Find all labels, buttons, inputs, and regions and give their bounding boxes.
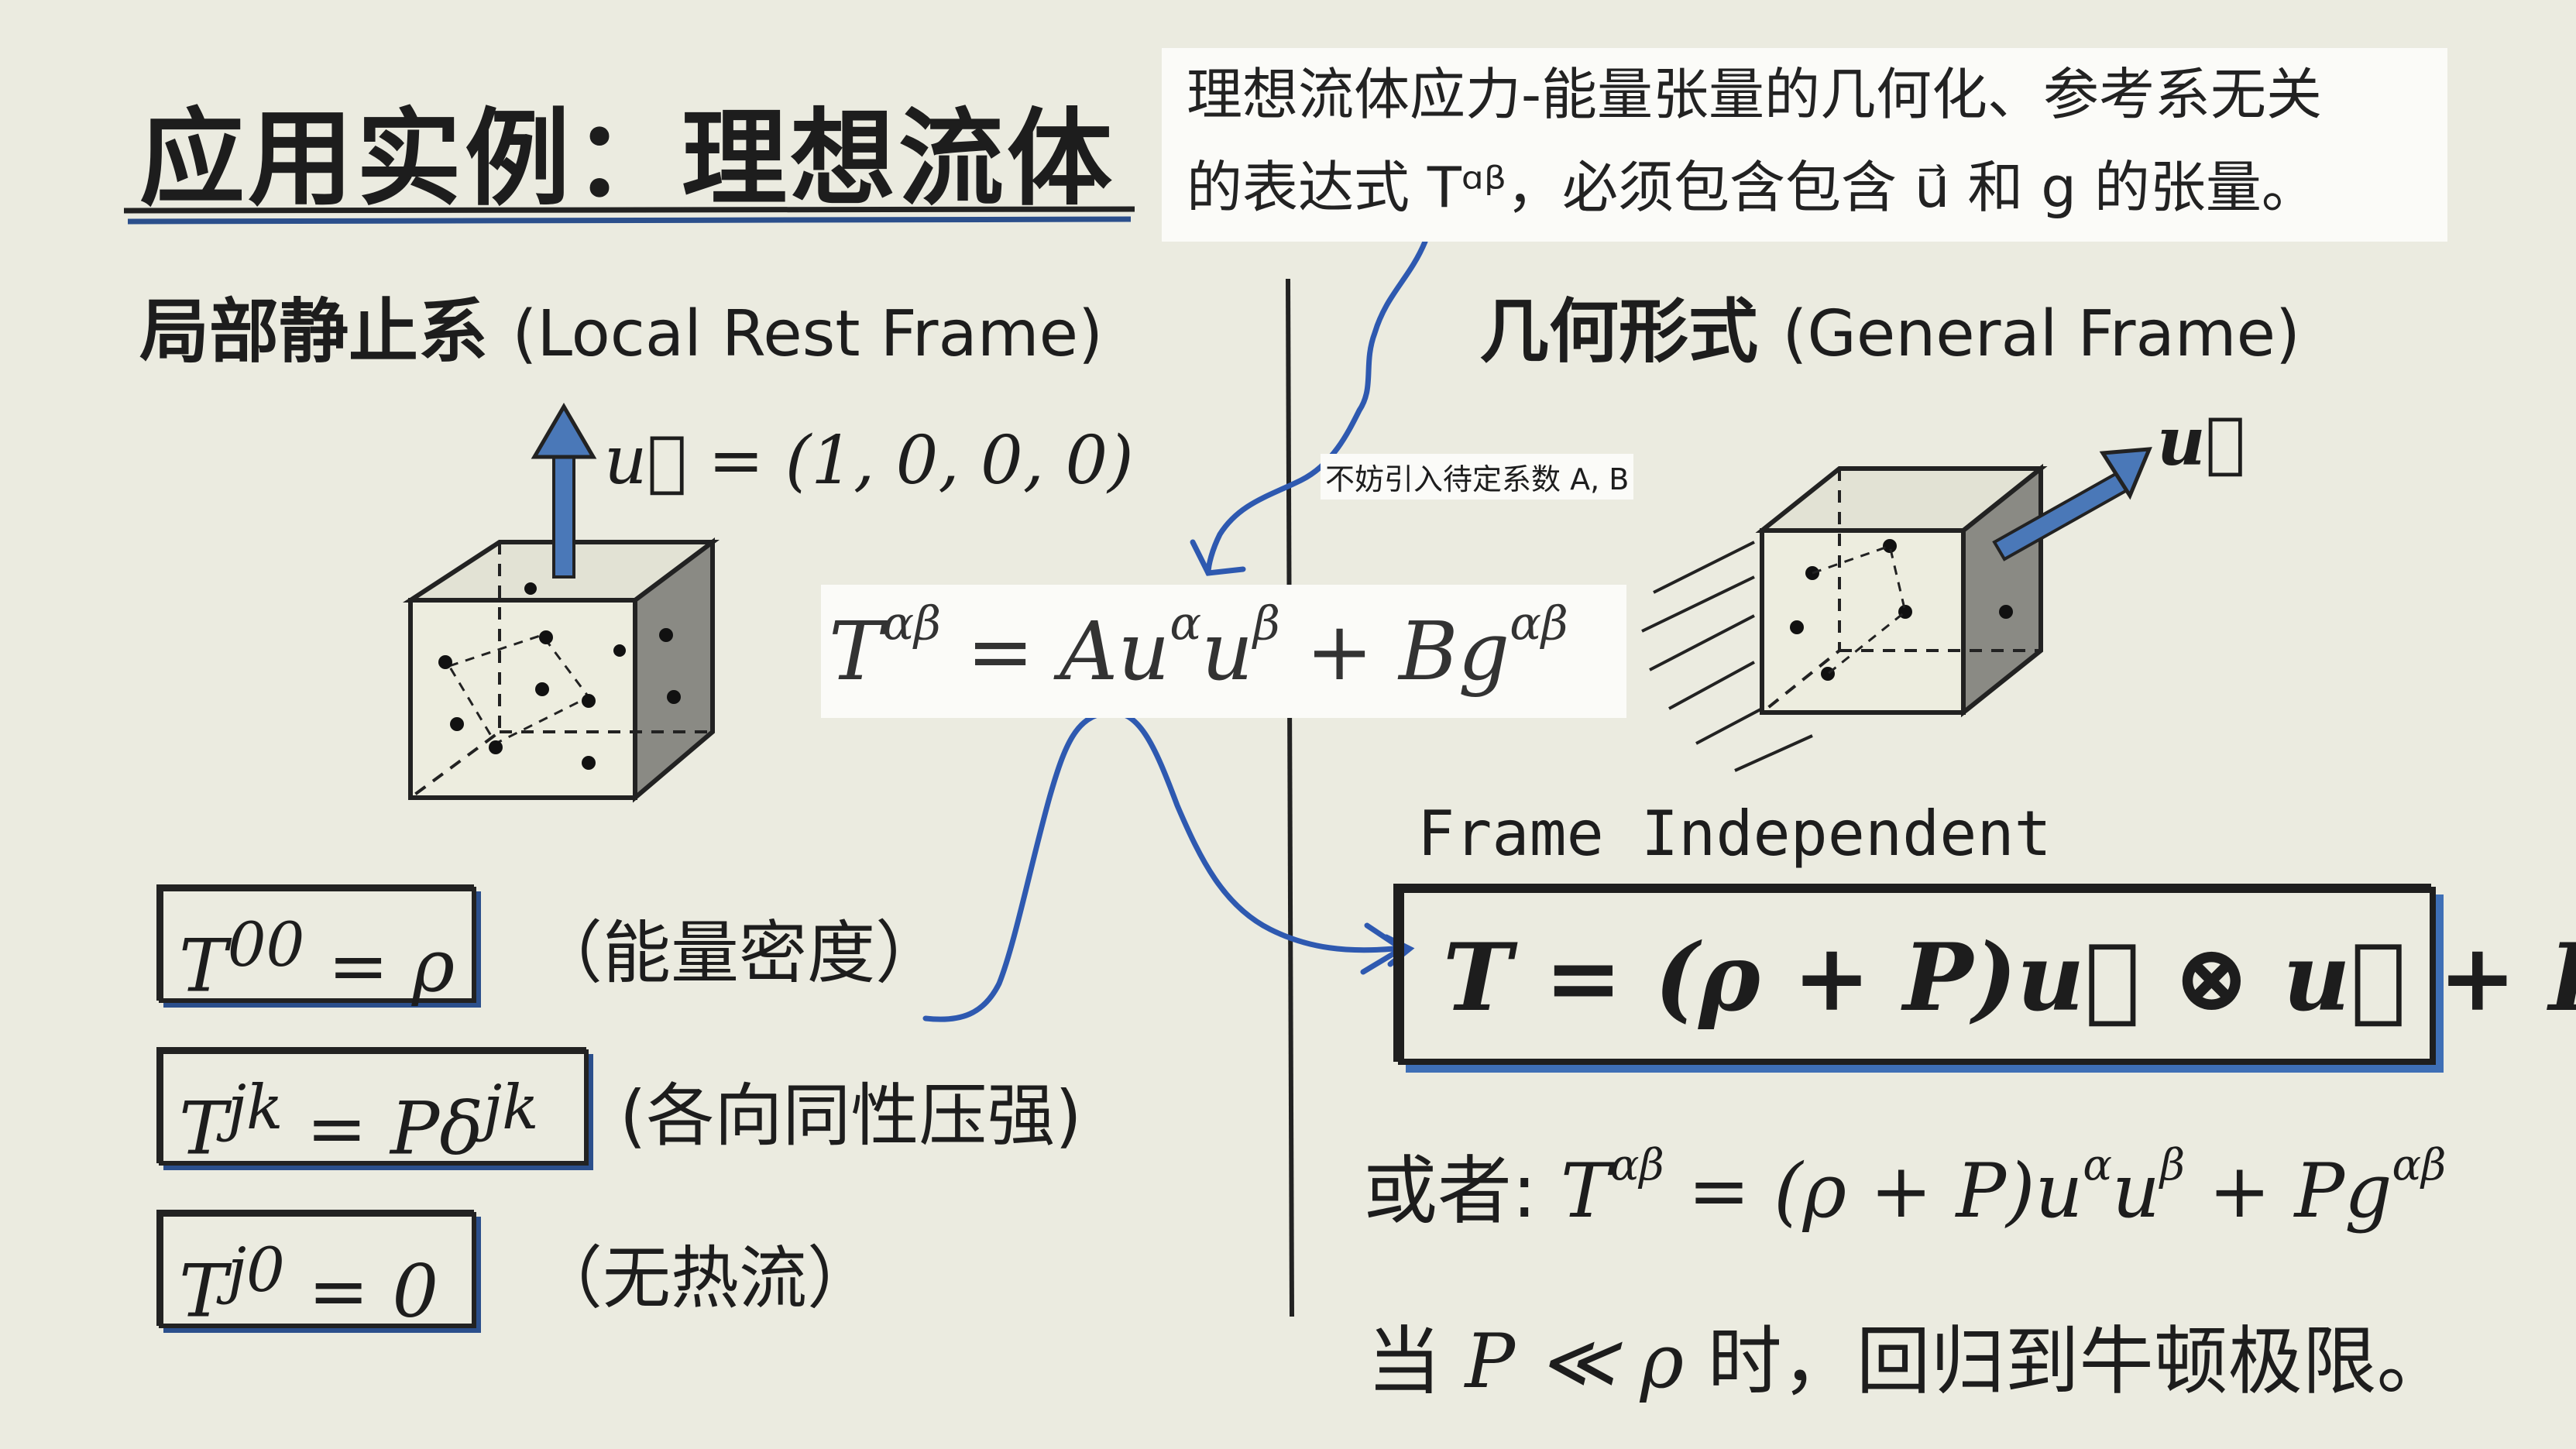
alternative-form: 或者: Tαβ = (ρ + P)uαuβ + Pgαβ <box>1363 1131 2446 1238</box>
energy-density-caption: （能量密度） <box>534 913 944 993</box>
annotation-line-1: 理想流体应力-能量张量的几何化、参考系无关 <box>1187 62 2322 127</box>
ansatz-sup-2: β <box>1253 596 1280 651</box>
left-heading: 局部静止系 (Local Rest Frame) <box>139 275 1103 376</box>
velocity-up-arrow <box>531 403 597 579</box>
alt-sup-b: β <box>2159 1140 2185 1191</box>
coefficient-note: 不妨引入待定系数 A, B <box>1321 454 1634 500</box>
covariant-equation: T = (ρ + P)u⃗ ⊗ u⃗ + Pg <box>1443 923 2576 1032</box>
component-lhs: T <box>179 1249 228 1334</box>
ansatz-term-2: u <box>1201 604 1254 699</box>
component-rhs: = ρ <box>304 924 455 1009</box>
ansatz-lhs: T <box>829 604 883 699</box>
component-sup: 00 <box>227 910 305 980</box>
alt-lhs: T <box>1560 1148 1610 1234</box>
divider-line <box>1286 278 1294 1317</box>
alternative-prefix: 或者: <box>1363 1148 1561 1234</box>
ansatz-lhs-sup: αβ <box>882 596 941 651</box>
pressure-box: Tjk = Pδjk <box>159 1049 589 1171</box>
newton-condition: P ≪ ρ <box>1465 1318 1685 1405</box>
component-sup: jk <box>227 1073 283 1143</box>
newton-post: 时，回归到牛顿极限。 <box>1684 1318 2451 1405</box>
velocity-diagonal-arrow <box>1992 447 2152 561</box>
component-rhs: = 0 <box>284 1249 439 1334</box>
motion-lines <box>1641 541 1813 772</box>
component-lhs: T <box>179 924 228 1009</box>
right-heading-en: (General Frame) <box>1782 297 2301 371</box>
newtonian-limit: 当 P ≪ ρ 时，回归到牛顿极限。 <box>1367 1301 2451 1409</box>
alt-sup-c: αβ <box>2392 1140 2447 1191</box>
alt-term-c: + Pg <box>2185 1148 2392 1234</box>
heat-flux-caption: （无热流） <box>534 1238 876 1318</box>
pressure-caption: (各向同性压强) <box>620 1076 1082 1155</box>
ansatz-term-3: + Bg <box>1279 604 1510 699</box>
covariant-equation-box: T = (ρ + P)u⃗ ⊗ u⃗ + Pg <box>1398 887 2576 1065</box>
newton-pre: 当 <box>1367 1318 1465 1405</box>
alt-term-a: = (ρ + P)u <box>1664 1148 2083 1234</box>
title-underline <box>123 206 1135 214</box>
heat-flux-box: Tj0 = 0 <box>159 1212 476 1334</box>
alt-term-b: u <box>2111 1148 2160 1234</box>
left-heading-cn: 局部静止系 <box>139 291 488 373</box>
rest-frame-cube <box>402 537 720 803</box>
ansatz-sup-1: α <box>1170 596 1202 651</box>
left-heading-en: (Local Rest Frame) <box>512 297 1104 371</box>
component-rhs: = Pδ <box>283 1087 483 1172</box>
ansatz-sup-3: αβ <box>1510 596 1568 651</box>
page-title: 应用实例：理想流体 <box>139 98 1115 221</box>
ansatz-equation: Tαβ = Auαuβ + Bgαβ <box>821 585 1626 718</box>
right-heading: 几何形式 (General Frame) <box>1479 275 2300 376</box>
component-lhs: T <box>179 1087 228 1172</box>
alt-sup-a: α <box>2083 1140 2112 1191</box>
component-rhs-sup: jk <box>483 1073 539 1143</box>
energy-density-box: T00 = ρ <box>159 887 476 1008</box>
component-sup: j0 <box>227 1235 285 1306</box>
right-heading-cn: 几何形式 <box>1479 291 1758 373</box>
ansatz-term-1: = Au <box>940 604 1170 699</box>
alt-lhs-sup: αβ <box>1609 1140 1664 1191</box>
right-velocity-label: u⃗ <box>2157 403 2246 481</box>
annotation-line-2: 的表达式 Tᵅᵝ，必须包含包含 u⃗ 和 g 的张量。 <box>1187 155 2317 220</box>
annotation-note: 理想流体应力-能量张量的几何化、参考系无关 的表达式 Tᵅᵝ，必须包含包含 u⃗… <box>1162 48 2447 242</box>
frame-independent-label: Frame Independent <box>1417 798 2052 870</box>
particle-dots <box>438 582 681 770</box>
rest-velocity-label: u⃗ = (1, 0, 0, 0) <box>604 422 1134 500</box>
